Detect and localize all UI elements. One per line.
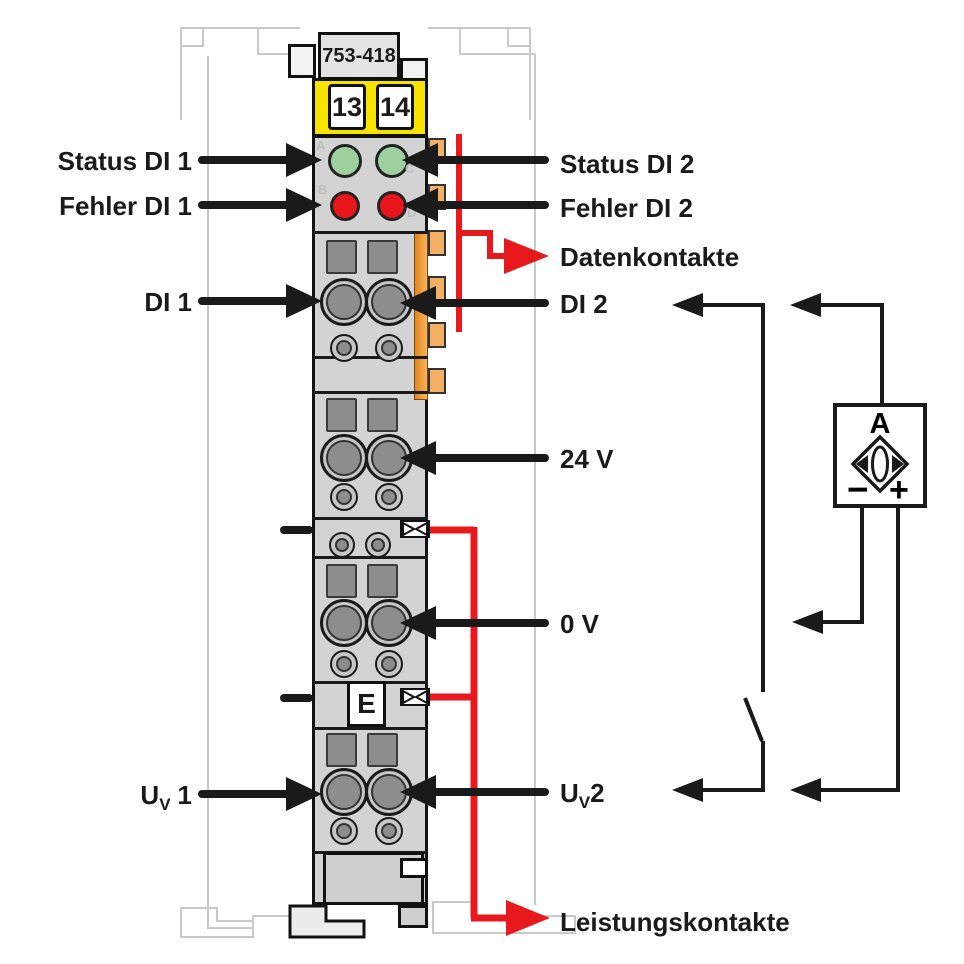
section-divider [312, 391, 428, 394]
terminal-0v-left-bore [326, 605, 362, 641]
module-foot-notch [400, 858, 428, 878]
sensor-plus-sign: + [889, 471, 909, 509]
led-status-di2 [375, 144, 409, 178]
label-fehler-di2: Fehler DI 2 [560, 193, 693, 223]
power-contact-2 [400, 688, 430, 706]
label-uv1-base: U [140, 780, 160, 810]
led-letter-b: B [318, 182, 328, 197]
clamp-opening [367, 398, 398, 432]
test-opening-bore [381, 340, 397, 356]
test-opening [330, 334, 358, 362]
external-circuit-arrowheads [672, 293, 823, 802]
power-contacts-arrowhead [506, 900, 550, 936]
module-latch-left [288, 44, 316, 78]
label-di1: DI 1 [144, 287, 192, 317]
label-leistungskontakte: Leistungskontakte [560, 907, 790, 937]
jumper-opening-bore [335, 538, 349, 552]
led-letter-c: C [405, 161, 415, 176]
led-fehler-di1 [330, 191, 360, 221]
data-contact-strip [414, 232, 428, 400]
label-uv1-index: 1 [177, 780, 192, 810]
label-uv2-base: U [560, 778, 579, 808]
sensor-minus-sign: − [847, 469, 869, 510]
power-contact-1 [400, 520, 430, 538]
sensor-letter: A [869, 408, 891, 440]
terminal-13-text: 13 [331, 91, 363, 122]
terminal-uv1-bore [326, 774, 362, 810]
module-part-number-plate: 753-418 [318, 32, 400, 80]
clamp-opening [326, 564, 357, 598]
power-contacts-pointer [430, 526, 510, 922]
data-contact-tab [428, 276, 446, 302]
section-divider [312, 517, 428, 520]
module-foot [323, 852, 424, 905]
led-letter-a: A [316, 138, 326, 153]
label-0v: 0 V [560, 609, 600, 639]
clamp-opening [326, 733, 357, 767]
ground-marker-box: E [347, 681, 386, 727]
label-status-di2: Status DI 2 [560, 149, 695, 179]
led-fehler-di2 [377, 191, 407, 221]
power-jumper-blade-left [280, 526, 313, 534]
section-divider [312, 556, 428, 559]
terminal-24v-left-bore [326, 440, 362, 476]
label-datenkontakte: Datenkontakte [560, 242, 740, 272]
terminal-id-14: 14 [376, 84, 414, 130]
test-opening-bore [336, 340, 352, 356]
label-uv2-sub: V [578, 793, 591, 812]
left-label-arrows [198, 156, 294, 798]
label-24v: 24 V [560, 444, 614, 474]
clamp-opening [367, 240, 398, 274]
module-foot-hook [288, 904, 366, 939]
section-divider [312, 231, 428, 234]
test-opening-bore [336, 656, 352, 672]
data-contact-tab [428, 184, 446, 210]
power-jumper-blade-left [280, 694, 313, 702]
data-contact-tab [428, 138, 446, 164]
terminal-uv2-bore [371, 774, 407, 810]
terminal-0v-bore [371, 605, 407, 641]
clamp-opening [367, 733, 398, 767]
jumper-opening-bore [371, 538, 385, 552]
terminal-di2-bore [371, 284, 407, 320]
clamp-opening [326, 398, 357, 432]
clamp-opening [326, 240, 357, 274]
data-contacts-pointer [456, 134, 506, 332]
data-contact-tab [428, 322, 446, 348]
terminal-24v-bore [371, 440, 407, 476]
data-contact-tab [428, 230, 446, 256]
label-di2: DI 2 [560, 289, 608, 319]
right-label-arrows [430, 156, 549, 796]
terminal-di1-bore [326, 284, 362, 320]
test-opening-bore [336, 823, 352, 839]
terminal-id-13: 13 [328, 84, 366, 130]
data-contact-tab [428, 368, 446, 394]
led-status-di1 [328, 144, 362, 178]
sensor-symbol-box: A − + [833, 403, 927, 510]
label-status-di1: Status DI 1 [57, 146, 192, 176]
section-divider [312, 356, 428, 359]
clamp-opening [367, 564, 398, 598]
label-fehler-di1: Fehler DI 1 [59, 191, 192, 221]
section-divider [312, 727, 428, 730]
label-uv1-sub: V [159, 795, 171, 814]
test-opening-bore [381, 489, 397, 505]
data-contacts-arrowhead [504, 238, 549, 274]
switch-contact-blade [743, 697, 764, 742]
module-foot-step [398, 905, 428, 928]
test-opening-bore [381, 656, 397, 672]
test-opening-bore [336, 489, 352, 505]
led-letter-d: D [407, 205, 417, 220]
external-circuit-lines [700, 303, 900, 792]
part-number-text: 753-418 [322, 44, 396, 67]
test-opening-bore [381, 823, 397, 839]
ground-marker-text: E [357, 688, 376, 719]
terminal-14-text: 14 [379, 91, 411, 122]
label-uv2-index: 2 [590, 778, 605, 808]
proximity-sensor-icon [850, 434, 910, 494]
label-uv2: UV2 [560, 778, 605, 818]
